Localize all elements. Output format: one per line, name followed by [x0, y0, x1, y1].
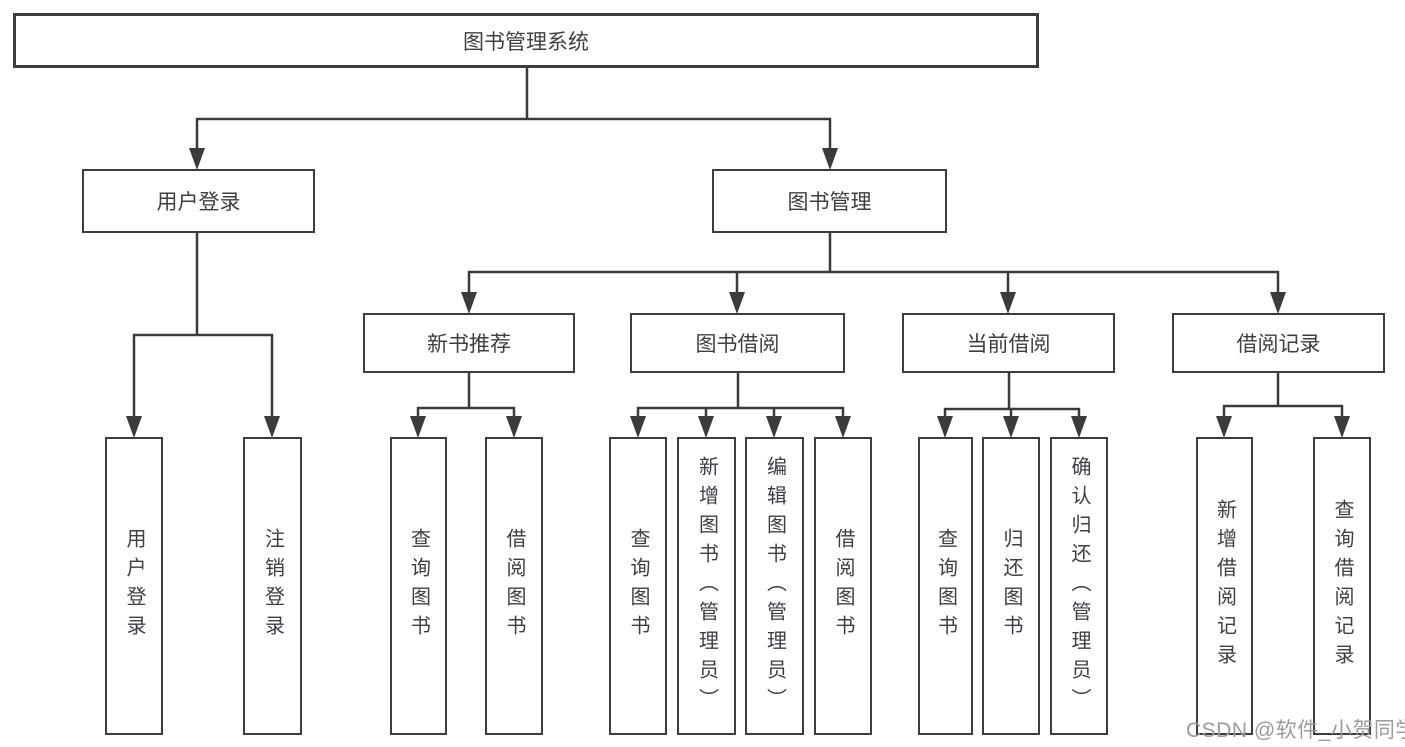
- leaf-records-add-record: 新增借阅记录: [1196, 437, 1253, 735]
- node-new-book-recommendation: 新书推荐: [363, 313, 575, 373]
- leaf-current-query-books-label: 查询图书: [934, 528, 957, 644]
- leaf-recommend-query-books-label: 查询图书: [407, 528, 430, 644]
- leaf-records-query-record: 查询借阅记录: [1313, 437, 1371, 735]
- leaf-recommend-borrow-books-label: 借阅图书: [503, 528, 525, 644]
- leaf-recommend-borrow-books: 借阅图书: [485, 437, 543, 735]
- leaf-logout-login: 注销登录: [243, 437, 302, 735]
- csdn-watermark: CSDN @软件_小贺同学: [1186, 719, 1405, 742]
- leaf-user-login: 用户登录: [105, 437, 163, 735]
- leaf-borrowing-edit-books-admin-label: 编辑图书（管理员）: [763, 455, 786, 717]
- leaf-current-return-books-label: 归还图书: [1000, 528, 1022, 644]
- leaf-current-query-books: 查询图书: [918, 437, 973, 735]
- leaf-current-confirm-return-admin: 确认归还（管理员）: [1050, 437, 1108, 735]
- leaf-borrowing-add-books-admin-label: 新增图书（管理员）: [695, 455, 718, 717]
- node-book-management: 图书管理: [712, 169, 947, 233]
- leaf-user-login-label: 用户登录: [123, 528, 145, 644]
- node-book-borrowing: 图书借阅: [630, 313, 845, 373]
- leaf-borrowing-query-books-label: 查询图书: [627, 528, 649, 644]
- leaf-current-confirm-return-admin-label: 确认归还（管理员）: [1068, 455, 1090, 717]
- leaf-borrowing-borrow-books-label: 借阅图书: [832, 528, 854, 644]
- node-library-system: 图书管理系统: [13, 13, 1039, 68]
- leaf-borrowing-query-books: 查询图书: [609, 437, 667, 735]
- leaf-borrowing-borrow-books: 借阅图书: [814, 437, 872, 735]
- leaf-records-query-record-label: 查询借阅记录: [1331, 499, 1353, 673]
- leaf-recommend-query-books: 查询图书: [390, 437, 447, 735]
- leaf-records-add-record-label: 新增借阅记录: [1213, 499, 1236, 673]
- node-user-login: 用户登录: [82, 169, 315, 233]
- node-borrowing-records: 借阅记录: [1172, 313, 1385, 373]
- leaf-borrowing-edit-books-admin: 编辑图书（管理员）: [745, 437, 804, 735]
- leaf-current-return-books: 归还图书: [982, 437, 1040, 735]
- leaf-logout-login-label: 注销登录: [261, 528, 284, 644]
- node-current-borrowing: 当前借阅: [902, 313, 1115, 373]
- leaf-borrowing-add-books-admin: 新增图书（管理员）: [677, 437, 736, 735]
